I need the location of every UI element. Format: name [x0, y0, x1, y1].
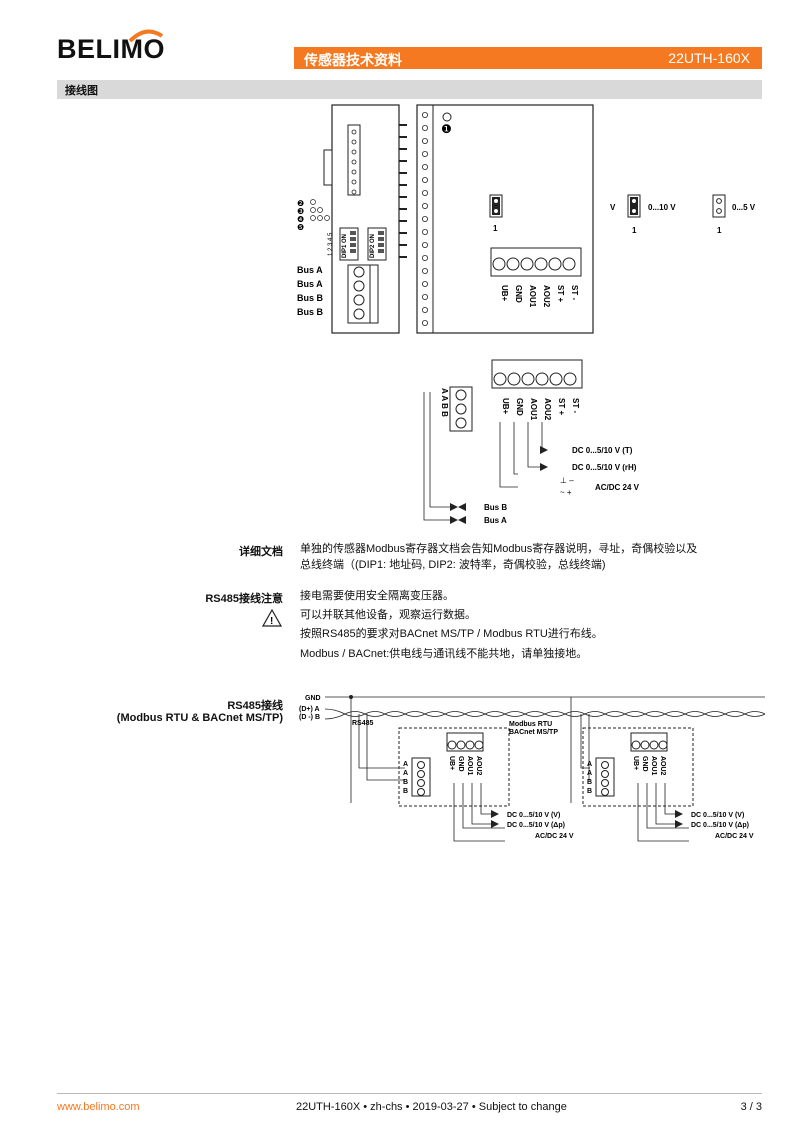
- dev1-term-b2: B: [403, 788, 408, 795]
- terminal-aou2: AOU2: [543, 398, 552, 421]
- dev1-term-gnd: GND: [457, 756, 464, 772]
- dev2-term-gnd: GND: [641, 756, 648, 772]
- bus-label-4: Bus B: [297, 307, 324, 317]
- rs485-note-4: Modbus / BACnet:供电线与通讯线不能共地，请单独接地。: [300, 648, 588, 660]
- bus-label-2: Bus A: [297, 279, 323, 289]
- logo-arc-icon: [128, 29, 164, 42]
- dev1-term-aou1: AOU1: [466, 756, 473, 776]
- rs485-tag: RS485: [352, 720, 374, 727]
- dev2-term-b1: B: [587, 779, 592, 786]
- product-code: 22UTH-160X: [668, 50, 750, 66]
- dip-numbers: 1 2 3 4 5: [328, 232, 334, 256]
- supply-label: AC/DC 24 V: [595, 483, 640, 492]
- footer-website[interactable]: www.belimo.com: [57, 1101, 140, 1113]
- dip1-label: DIP1 ON: [342, 234, 348, 258]
- board-terminal-aou2: AOU2: [542, 285, 551, 308]
- rs485-wiring-diagram: GND (D+) A (D -) B RS485 Modbus RTU BACn…: [299, 695, 766, 842]
- ground-symbol: ⊥ –: [560, 476, 574, 485]
- jumper-010-number: 1: [632, 226, 637, 235]
- dev2-out-v: DC 0...5/10 V (V): [691, 812, 744, 819]
- dev2-term-aou1: AOU1: [650, 756, 657, 776]
- board-jumper-number: 1: [493, 224, 498, 233]
- board-terminal-aou1: AOU1: [528, 285, 537, 308]
- bus-dplus-label: (D+) A: [299, 706, 320, 713]
- bus-label-3: Bus B: [297, 293, 324, 303]
- jumper-010-label: 0...10 V: [648, 203, 676, 212]
- detail-doc-label: 详细文档: [239, 546, 283, 558]
- jumper-05-label: 0...5 V: [732, 203, 756, 212]
- svg-text:!: !: [270, 616, 273, 627]
- terminal-ub: UB+: [501, 398, 510, 415]
- terminal-aou1: AOU1: [529, 398, 538, 421]
- section-bar: 接线图: [57, 80, 762, 99]
- dev1-term-aou2: AOU2: [475, 756, 482, 776]
- detail-doc-line2: 总线终端（(DIP1: 地址码, DIP2: 波特率，奇偶校验，总线终端): [300, 559, 606, 571]
- modbus-tag-2: BACnet MS/TP: [509, 729, 558, 736]
- bus-dminus-label: (D -) B: [299, 714, 320, 721]
- terminal-st-plus: ST +: [557, 398, 566, 415]
- dev2-out-dp: DC 0...5/10 V (Δp): [691, 822, 749, 829]
- callout-2: ❷: [297, 199, 304, 208]
- jumper-v-label: V: [610, 203, 616, 212]
- callout-3: ❸: [297, 207, 304, 216]
- board-terminal-st-minus: ST -: [570, 285, 579, 300]
- footer-divider: [57, 1093, 762, 1094]
- detail-doc-line1: 单独的传感器Modbus寄存器文档会告知Modbus寄存器说明，寻址，奇偶校验以…: [300, 543, 698, 555]
- modbus-tag-1: Modbus RTU: [509, 721, 552, 728]
- footer-doc-info: 22UTH-160X • zh-chs • 2019-03-27 • Subje…: [296, 1101, 567, 1113]
- bus-label-1: Bus A: [297, 265, 323, 275]
- callout-5: ❺: [297, 223, 304, 232]
- dev2-term-aou2: AOU2: [659, 756, 666, 776]
- footer-page-number: 3 / 3: [740, 1101, 762, 1113]
- rs485-note-3: 按照RS485的要求对BACnet MS/TP / Modbus RTU进行布线…: [300, 628, 603, 640]
- board-terminal-gnd: GND: [514, 285, 523, 303]
- out-t: DC 0...5/10 V (T): [572, 446, 633, 455]
- bus-a-label: Bus A: [484, 516, 507, 525]
- dev1-term-b1: B: [403, 779, 408, 786]
- callout-1: ❶: [441, 122, 452, 136]
- rs485-wiring-sublabel: (Modbus RTU & BACnet MS/TP): [116, 712, 283, 724]
- section-title: 接线图: [65, 85, 98, 97]
- jumper-05-number: 1: [717, 226, 722, 235]
- warning-icon: !: [262, 609, 282, 627]
- board-terminal-ub: UB+: [500, 285, 509, 302]
- belimo-logo: BELIMO: [57, 34, 165, 64]
- dev1-supply: AC/DC 24 V: [535, 833, 574, 840]
- terminal-wiring-diagram: UB+ GND AOU1 AOU2 ST + ST - A A B B DC 0…: [423, 359, 640, 525]
- header-bar: 传感器技术资料 22UTH-160X: [294, 47, 762, 69]
- dev1-out-dp: DC 0...5/10 V (Δp): [507, 822, 565, 829]
- dev2-term-a2: A: [587, 770, 592, 777]
- dev2-term-a1: A: [587, 761, 592, 768]
- out-rh: DC 0...5/10 V (rH): [572, 463, 637, 472]
- supply-symbol: ~ +: [560, 488, 572, 497]
- rs485-notes-label: RS485接线注意: [205, 593, 283, 605]
- bus-b-label: Bus B: [484, 503, 507, 512]
- dev1-out-v: DC 0...5/10 V (V): [507, 812, 560, 819]
- rs485-wiring-label: RS485接线: [227, 700, 283, 712]
- doc-type: 传感器技术资料: [304, 52, 402, 68]
- dev1-term-ub: UB+: [448, 756, 455, 770]
- rs485-note-1: 接电需要使用安全隔离变压器。: [300, 590, 454, 602]
- dev2-term-b2: B: [587, 788, 592, 795]
- bus-terms: A A B B: [440, 388, 449, 417]
- board-terminal-st-plus: ST +: [556, 285, 565, 302]
- bus-gnd-label: GND: [305, 695, 321, 702]
- device-wiring-diagram: DIP1 ON DIP2 ON 1 2 3 4 5 ❷ ❸ ❹ ❺ Bus A …: [297, 104, 756, 334]
- rs485-note-2: 可以并联其他设备，观察运行数据。: [300, 609, 476, 621]
- dev2-term-ub: UB+: [632, 756, 639, 770]
- dip2-label: DIP2 ON: [370, 234, 376, 258]
- terminal-st-minus: ST -: [571, 398, 580, 413]
- dev1-term-a2: A: [403, 770, 408, 777]
- dev2-supply: AC/DC 24 V: [715, 833, 754, 840]
- dev1-term-a1: A: [403, 761, 408, 768]
- terminal-gnd: GND: [515, 398, 524, 416]
- callout-4: ❹: [297, 215, 304, 224]
